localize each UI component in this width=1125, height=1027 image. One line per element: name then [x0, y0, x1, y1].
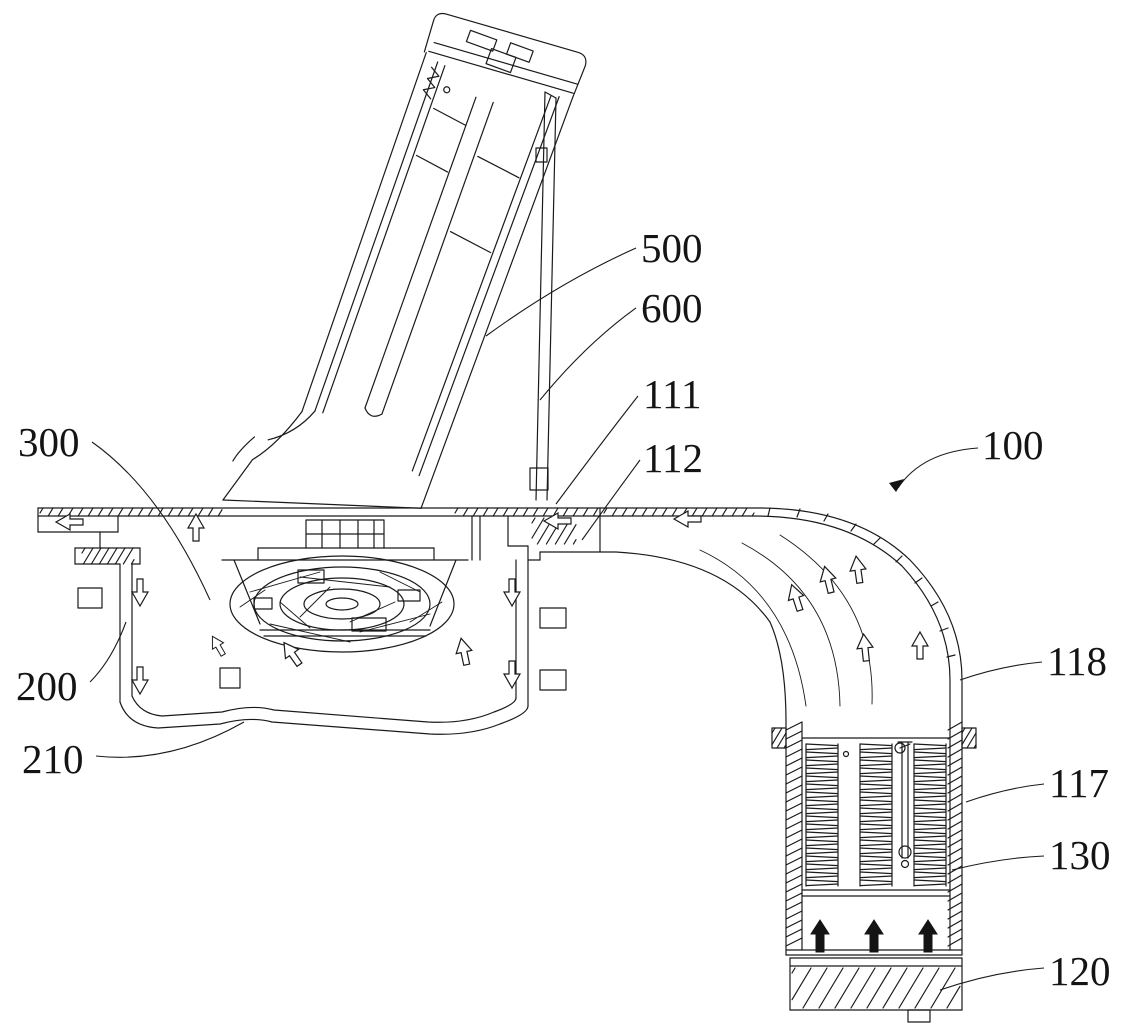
airflow-arrow-duct-4	[854, 632, 875, 663]
airflow-arrow-up-deck	[187, 513, 205, 542]
airflow-arrow-fan-right	[452, 636, 476, 667]
leader-lines	[89, 247, 1045, 991]
ref-label-100: 100	[982, 422, 1044, 468]
airflow-arrow-duct-3	[847, 554, 869, 585]
airflow-arrow-fan-left	[276, 637, 307, 670]
ref-label-210: 210	[22, 736, 84, 782]
leader-500	[485, 247, 637, 337]
leader-111	[555, 395, 639, 505]
ref-label-600: 600	[641, 285, 703, 331]
base-housing	[37, 507, 601, 735]
filter-coil-middle	[859, 743, 893, 887]
leader-130	[951, 855, 1045, 871]
inlet-arrow-1	[810, 919, 830, 953]
leader-200	[89, 621, 127, 683]
ref-label-111: 111	[643, 371, 701, 417]
leader-300	[91, 441, 211, 601]
filter-coil-right	[913, 743, 947, 887]
ref-label-112: 112	[643, 435, 703, 481]
leader-120	[939, 967, 1045, 991]
ref-label-130: 130	[1049, 832, 1111, 878]
filter-coil-left	[805, 743, 839, 887]
streamlines	[699, 534, 873, 707]
airflow-arrow-duct-inlet-2	[673, 510, 702, 528]
ref-label-118: 118	[1047, 638, 1107, 684]
inlet-arrow-3	[918, 919, 938, 953]
airflow-arrows	[55, 510, 938, 953]
ref-label-300: 300	[18, 419, 80, 465]
airflow-arrow-down-left-1	[131, 578, 149, 607]
ref-label-500: 500	[641, 225, 703, 271]
airflow-arrow-down-left-2	[131, 666, 149, 695]
leader-112	[581, 459, 641, 541]
inlet-block	[789, 957, 963, 1023]
reference-labels: 500 600 111 112 100 300 200 210 118 117 …	[16, 225, 1111, 994]
impeller-assembly	[229, 555, 455, 653]
airflow-arrow-duct-2	[816, 563, 840, 596]
airflow-arrow-duct-5	[911, 631, 929, 660]
filter-unit	[771, 721, 977, 956]
airflow-arrow-fan-small	[206, 632, 230, 659]
leader-600	[539, 307, 637, 401]
ref-label-200: 200	[16, 663, 78, 709]
leader-210	[95, 721, 245, 758]
leader-118	[959, 661, 1043, 681]
leader-100-arrowhead	[889, 479, 904, 492]
inlet-arrow-2	[864, 919, 884, 953]
airflow-arrow-down-right-1	[503, 578, 521, 607]
leader-117	[965, 783, 1045, 803]
ref-label-120: 120	[1049, 948, 1111, 994]
curved-duct	[599, 507, 963, 723]
ref-label-117: 117	[1049, 760, 1109, 806]
airflow-arrow-duct-1	[783, 581, 809, 614]
airflow-arrow-down-right-2	[503, 660, 521, 689]
support-rod	[529, 91, 557, 501]
leader-100	[897, 447, 979, 489]
handle-body	[222, 12, 587, 509]
